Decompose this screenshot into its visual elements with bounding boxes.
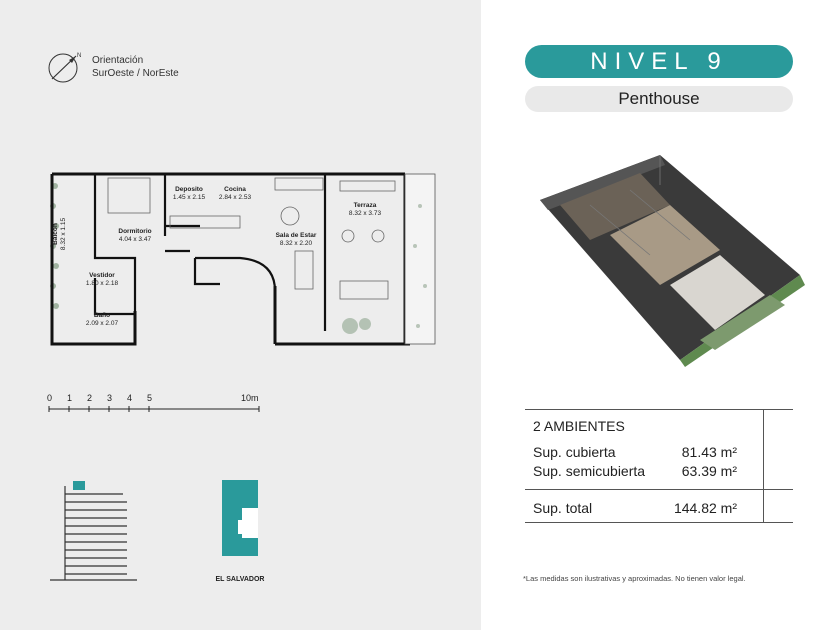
ambientes-label: 2 AMBIENTES (533, 418, 625, 434)
building-elevation (50, 481, 137, 581)
sup-cubierta-label: Sup. cubierta (533, 444, 616, 460)
street-label: EL SALVADOR (215, 576, 265, 583)
unit-type: Penthouse (525, 86, 793, 112)
scale-label: 2 (87, 393, 93, 403)
sup-total-label: Sup. total (533, 500, 593, 516)
scale-label: 3 (107, 393, 113, 403)
sup-cubierta-value: 81.43 m² (681, 444, 737, 460)
scale-label: 5 (147, 393, 153, 403)
floorplan-panel: N Orientación SurOeste / NorEste (0, 0, 481, 630)
site-plan (222, 480, 258, 556)
scale-label: 4 (127, 393, 133, 403)
scale-label: 1 (67, 393, 73, 403)
orientation-value: SurOeste / NorEste (92, 68, 179, 79)
sup-total-value: 144.82 m² (673, 500, 737, 516)
surface-table: 2 AMBIENTES Sup. cubierta 81.43 m² Sup. … (525, 409, 793, 523)
scale-label: 0 (47, 393, 53, 403)
sup-semicubierta-value: 63.39 m² (681, 463, 737, 479)
sup-semicubierta-label: Sup. semicubierta (533, 463, 646, 479)
floor-plan-drawing (50, 172, 436, 346)
compass-north-label: N (77, 53, 81, 59)
legal-footnote: *Las medidas son ilustrativas y aproxima… (523, 574, 746, 583)
orientation-title: Orientación (92, 55, 144, 66)
scale-label: 10m (241, 393, 259, 403)
scale-bar: 0 1 2 3 4 5 10m (45, 393, 265, 413)
compass-icon: N (48, 53, 81, 83)
unit-3d-render (540, 155, 805, 367)
level-title: NIVEL 9 (525, 45, 793, 78)
scale-line (48, 406, 260, 412)
